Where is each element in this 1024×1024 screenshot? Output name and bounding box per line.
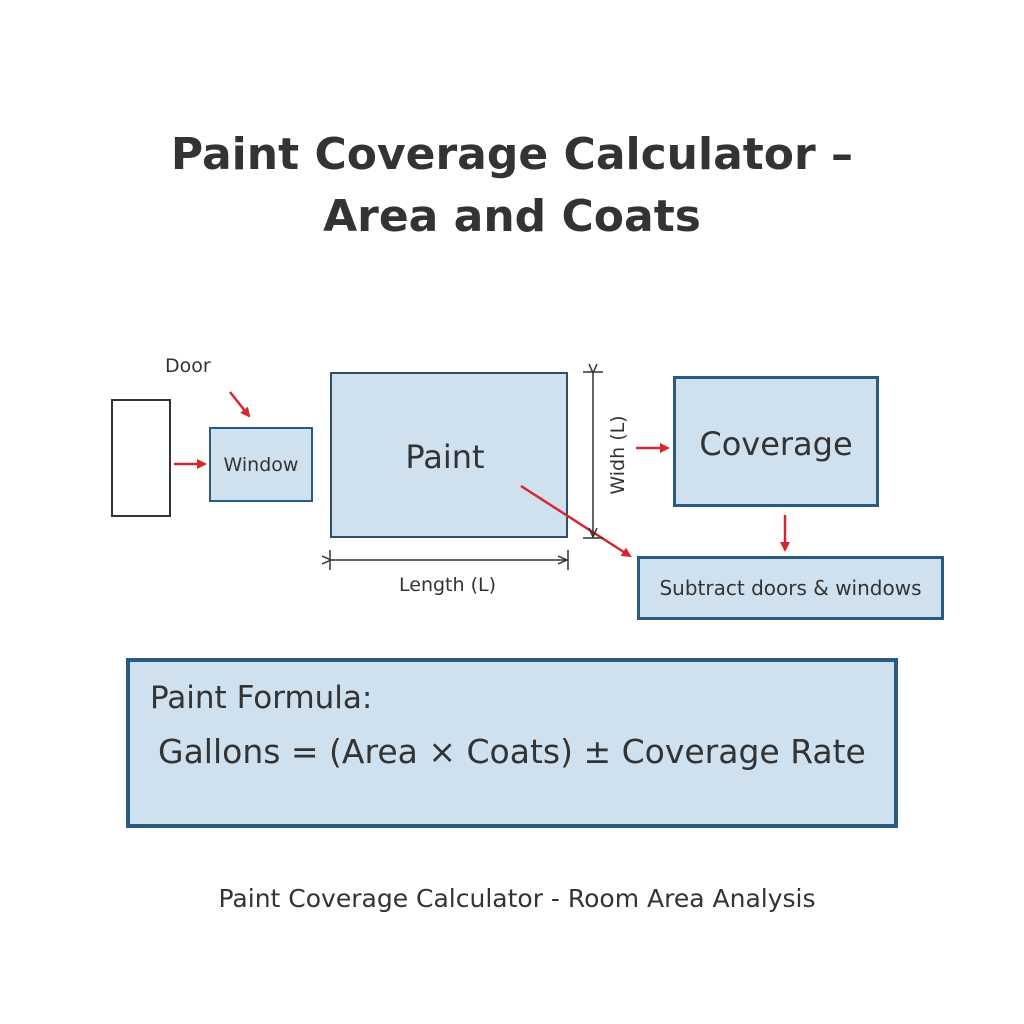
window-box: Window [209, 427, 313, 502]
page-title: Paint Coverage Calculator – Area and Coa… [170, 129, 854, 242]
coverage-label: Coverage [699, 425, 853, 463]
length-label: Length (L) [399, 574, 496, 596]
formula-heading: Paint Formula: [150, 680, 373, 716]
caption: Paint Coverage Calculator - Room Area An… [218, 884, 816, 913]
arrow-paint-to-subtract [520, 484, 632, 558]
arrow-door-down [229, 391, 251, 418]
door-shape [111, 399, 171, 517]
door-label: Door [165, 355, 211, 377]
subtract-label: Subtract doors & windows [659, 576, 922, 600]
window-label: Window [223, 453, 299, 476]
paint-label: Paint [405, 438, 485, 476]
formula-box: Paint Formula: Gallons = (Area × Coats) … [126, 658, 898, 828]
formula-text: Gallons = (Area × Coats) ± Coverage Rate [158, 732, 866, 771]
coverage-box: Coverage [673, 376, 879, 507]
subtract-box: Subtract doors & windows [637, 556, 944, 620]
paint-area-box: Paint [330, 372, 568, 538]
